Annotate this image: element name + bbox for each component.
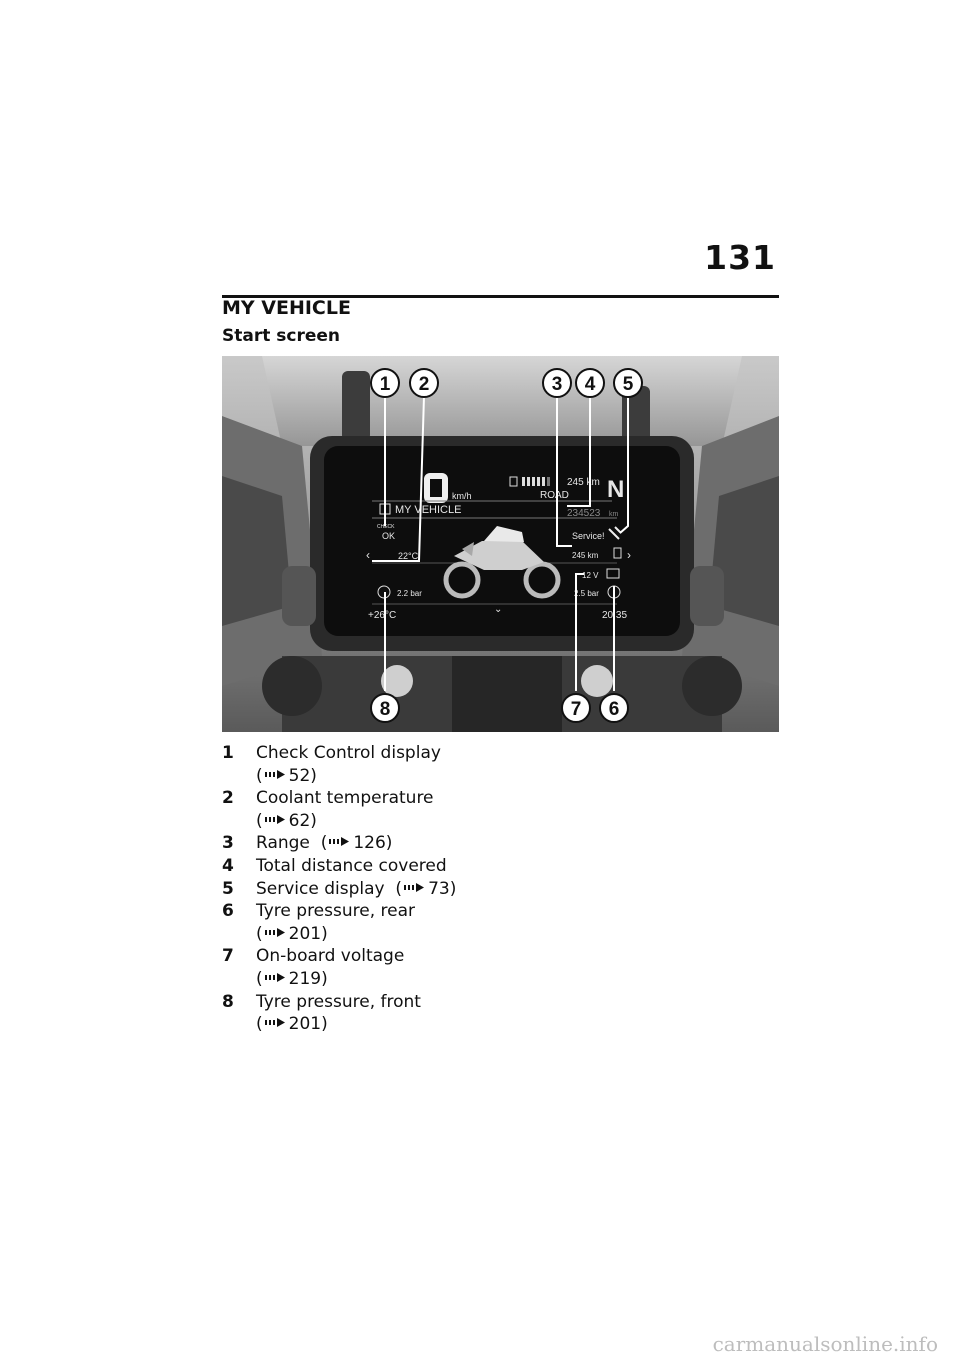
- legend-number: 5: [222, 878, 234, 899]
- legend-item: 3 Range (126): [222, 832, 522, 855]
- check-label: CHECK: [377, 524, 395, 530]
- page-reference-number[interactable]: 62: [288, 810, 311, 831]
- page-reference[interactable]: (201): [256, 1014, 328, 1035]
- callout-5: 5: [613, 368, 643, 398]
- page-reference[interactable]: (52): [256, 765, 317, 786]
- svg-text:5: 5: [623, 374, 634, 395]
- legend-label: Coolant temperature: [256, 788, 434, 809]
- voltage-value: 12 V: [582, 571, 599, 580]
- legend-label: On-board voltage: [256, 946, 405, 967]
- chevron-right-icon: ›: [627, 548, 631, 562]
- page-reference-number[interactable]: 126: [353, 833, 386, 854]
- range-top: 245 km: [567, 477, 600, 488]
- legend-number: 8: [222, 991, 234, 1012]
- legend-item: 1 Check Control display(52): [222, 742, 522, 787]
- legend-item: 8 Tyre pressure, front(201): [222, 991, 522, 1036]
- svg-text:7: 7: [571, 699, 582, 720]
- legend-number: 4: [222, 855, 234, 876]
- svg-text:2: 2: [419, 374, 430, 395]
- page-reference-number[interactable]: 219: [288, 968, 322, 989]
- legend-label: Range: [256, 833, 310, 854]
- legend-number: 3: [222, 833, 234, 854]
- footer-watermark: carmanualsonline.info: [712, 1332, 938, 1356]
- legend-item: 6 Tyre pressure, rear(201): [222, 900, 522, 945]
- odometer: 234523: [567, 508, 601, 519]
- odometer-unit: km: [609, 511, 619, 518]
- page-ref-arrow-icon: [264, 814, 285, 824]
- legend-label: Total distance covered: [256, 855, 447, 876]
- callout-8: 8: [370, 693, 400, 723]
- riding-mode: ROAD: [540, 490, 569, 501]
- legend-label: Tyre pressure, rear: [256, 901, 415, 922]
- callout-3: 3: [542, 368, 572, 398]
- subsection-title: Start screen: [222, 326, 341, 346]
- page-ref-arrow-icon: [329, 837, 350, 847]
- range-value: 245 km: [572, 551, 599, 560]
- page-reference-number[interactable]: 73: [428, 878, 450, 899]
- page-ref-arrow-icon: [264, 1018, 285, 1028]
- legend-item: 7 On-board voltage(219): [222, 945, 522, 990]
- chevron-down-icon: ⌄: [494, 604, 502, 615]
- svg-text:6: 6: [609, 699, 620, 720]
- legend-label: Service display: [256, 878, 385, 899]
- menu-title: MY VEHICLE: [395, 504, 461, 516]
- legend-list: 1 Check Control display(52) 2 Coolant tempe…: [222, 742, 522, 1036]
- speed-unit: km/h: [452, 491, 472, 501]
- page-reference[interactable]: (126): [320, 833, 393, 854]
- front-pressure: 2.2 bar: [397, 589, 422, 598]
- page-reference[interactable]: (62): [256, 810, 317, 831]
- callout-1: 1: [370, 368, 400, 398]
- legend-number: 6: [222, 901, 234, 922]
- legend-label: Tyre pressure, front: [256, 991, 421, 1012]
- page-reference-number[interactable]: 52: [288, 765, 311, 786]
- gear-indicator: N: [607, 476, 624, 503]
- legend-label: Check Control display: [256, 743, 441, 763]
- page-reference-number[interactable]: 201: [288, 923, 322, 944]
- page-ref-arrow-icon: [264, 769, 285, 779]
- svg-text:1: 1: [380, 374, 391, 395]
- page-ref-arrow-icon: [264, 927, 285, 937]
- legend-item: 5 Service display (73): [222, 878, 522, 901]
- page-reference[interactable]: (73): [395, 878, 457, 899]
- callout-7: 7: [561, 693, 591, 723]
- page-reference[interactable]: (201): [256, 923, 328, 944]
- motorcycle-icon: [443, 526, 561, 599]
- check-status: OK: [382, 531, 395, 541]
- page-ref-arrow-icon: [264, 972, 285, 982]
- speed-digit-shape: [424, 473, 448, 503]
- svg-text:8: 8: [380, 699, 391, 720]
- callout-6: 6: [599, 693, 629, 723]
- legend-item: 2 Coolant temperature(62): [222, 787, 522, 832]
- svg-text:3: 3: [552, 374, 563, 395]
- dashboard-photo: km/h 245 km ROAD N MY VEHICLE 234523 km …: [222, 356, 779, 732]
- fuel-icon: [509, 476, 518, 487]
- service-text: Service!: [572, 531, 605, 541]
- coolant-temp: 22°C: [398, 551, 419, 561]
- battery-icon: [606, 568, 620, 579]
- dashboard-illustration: km/h 245 km ROAD N MY VEHICLE 234523 km …: [222, 356, 779, 732]
- chevron-left-icon: ‹: [366, 548, 370, 562]
- callout-4: 4: [575, 368, 605, 398]
- legend-number: 2: [222, 788, 234, 809]
- page-ref-arrow-icon: [404, 882, 425, 892]
- svg-text:4: 4: [585, 374, 596, 395]
- page-number: 131: [704, 238, 776, 277]
- page-reference-number[interactable]: 201: [288, 1014, 322, 1035]
- legend-number: 1: [222, 743, 234, 763]
- ambient-temp: +26°C: [368, 610, 396, 621]
- callout-2: 2: [409, 368, 439, 398]
- section-title: MY VEHICLE: [222, 297, 351, 319]
- fuel-gauge-bars: [522, 477, 550, 486]
- page-reference[interactable]: (219): [256, 968, 328, 989]
- fuel-pump-icon: [613, 547, 622, 559]
- header-rule: [222, 295, 779, 298]
- rear-pressure: 2.5 bar: [574, 589, 599, 598]
- legend-number: 7: [222, 946, 234, 967]
- legend-item: 4 Total distance covered: [222, 855, 522, 878]
